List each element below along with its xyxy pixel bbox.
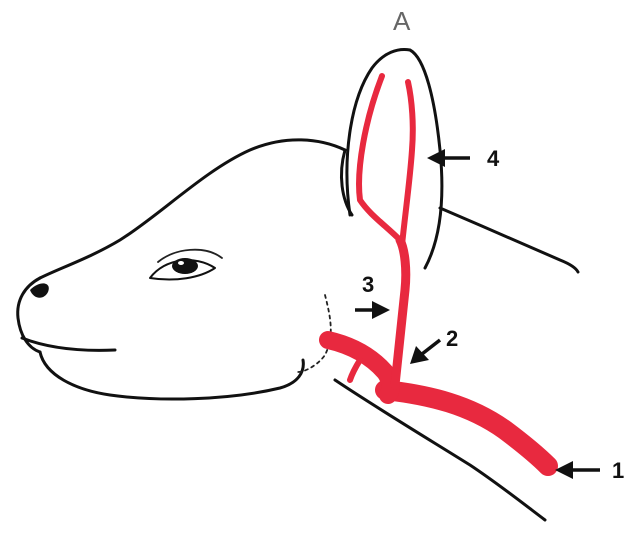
panel-letter: A — [393, 6, 411, 36]
pointer-2-shaft — [422, 340, 440, 354]
pointer-4-head — [427, 149, 445, 167]
label-3: 3 — [362, 272, 374, 297]
small-branch-vein — [350, 360, 360, 380]
eye — [150, 250, 222, 280]
neck-top-line — [440, 208, 578, 272]
medial-ear-vein — [359, 76, 400, 240]
lower-jaw-line — [40, 352, 303, 399]
mouth-line — [22, 338, 115, 350]
label-1: 1 — [612, 458, 624, 483]
pointer-3-head — [372, 301, 390, 319]
caudal-auricular-vein — [395, 240, 406, 385]
pointer-4: 4 — [427, 146, 500, 171]
forehead-line — [40, 140, 345, 278]
pointer-3: 3 — [355, 272, 390, 319]
eye-highlight — [178, 261, 184, 265]
eye-pupil — [172, 258, 198, 274]
pointer-2: 2 — [410, 326, 458, 364]
label-4: 4 — [487, 146, 500, 171]
label-2: 2 — [446, 326, 458, 351]
lateral-ear-vein — [402, 82, 413, 245]
nostril — [30, 283, 49, 297]
head-outline — [18, 140, 578, 520]
pointer-1: 1 — [555, 458, 624, 483]
